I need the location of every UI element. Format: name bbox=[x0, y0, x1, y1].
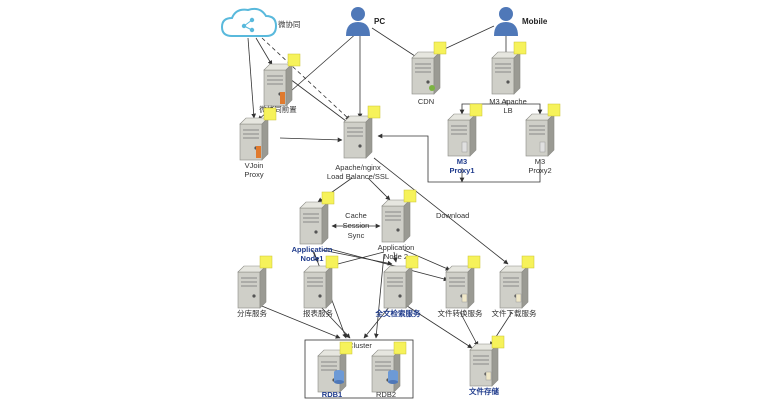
user-icon bbox=[346, 7, 370, 36]
cluster-label: Cluster bbox=[348, 341, 372, 350]
file-storage-server: 文件存储 bbox=[469, 335, 505, 396]
mx-proxy-label: 微协同前置 bbox=[259, 104, 297, 114]
app1-label-1: Application bbox=[292, 245, 333, 254]
server-icon bbox=[263, 63, 293, 107]
storage-label: 文件存储 bbox=[469, 386, 499, 396]
lb-label-1: Apache/nginx bbox=[335, 163, 381, 172]
sticky-note bbox=[339, 341, 353, 355]
sticky-note bbox=[405, 255, 419, 269]
report-service-server: 报表服务 bbox=[303, 255, 339, 318]
server-icon bbox=[445, 265, 475, 309]
rdb1-server: RDB1 bbox=[317, 341, 353, 399]
cluster-box bbox=[304, 339, 414, 399]
sticky-note bbox=[321, 191, 335, 205]
sticky-note bbox=[521, 255, 535, 269]
cloud-node: 微协同 bbox=[220, 7, 301, 37]
app2-label-1: Application bbox=[378, 243, 415, 252]
convert-label: 文件转换服务 bbox=[438, 308, 483, 318]
vjoin-label-2: Proxy bbox=[244, 170, 263, 179]
m3-apache-label-2: LB bbox=[503, 106, 512, 115]
sticky-note bbox=[259, 255, 273, 269]
search-service-server: 全文检索服务 bbox=[375, 255, 421, 318]
sticky-note bbox=[547, 103, 561, 117]
server-icon bbox=[411, 51, 441, 95]
server-icon bbox=[237, 265, 267, 309]
m3-proxy2-server: M3 Proxy2 bbox=[525, 103, 561, 175]
pc-user: PC bbox=[346, 7, 385, 36]
server-icon bbox=[469, 343, 499, 387]
mx-proxy-server: 微协同前置 bbox=[259, 53, 301, 114]
mobile-user: Mobile bbox=[494, 7, 548, 36]
sticky-note bbox=[491, 335, 505, 349]
server-icon bbox=[499, 265, 529, 309]
vjoin-label-1: VJoin bbox=[245, 161, 264, 170]
download-service-server: 文件下载服务 bbox=[492, 255, 537, 318]
server-icon bbox=[491, 51, 521, 95]
convert-service-server: 文件转换服务 bbox=[438, 255, 483, 318]
sticky-note bbox=[287, 53, 301, 67]
fenku-service-server: 分库服务 bbox=[237, 255, 273, 318]
user-icon bbox=[494, 7, 518, 36]
m3-proxy2-label-1: M3 bbox=[535, 157, 545, 166]
database-icon bbox=[334, 370, 344, 384]
sticky-note bbox=[433, 41, 447, 55]
cache-label-2: Session bbox=[343, 221, 370, 230]
fenku-label: 分库服务 bbox=[237, 308, 267, 318]
m3-proxy1-server: M3 Proxy1 bbox=[447, 103, 483, 175]
pc-label: PC bbox=[374, 17, 385, 26]
sticky-note bbox=[467, 255, 481, 269]
m3-proxy1-label-2: Proxy1 bbox=[449, 166, 474, 175]
sticky-note bbox=[469, 103, 483, 117]
server-icon bbox=[343, 115, 373, 159]
server-icon bbox=[383, 265, 413, 309]
database-icon bbox=[388, 370, 398, 384]
app2-label-2: Node 2 bbox=[384, 252, 408, 261]
server-icon bbox=[381, 199, 411, 243]
lb-label-2: Load Balance/SSL bbox=[327, 172, 389, 181]
sticky-note bbox=[513, 41, 527, 55]
sticky-note bbox=[403, 189, 417, 203]
vjoin-proxy-server: VJoin Proxy bbox=[239, 107, 277, 179]
server-icon bbox=[239, 117, 269, 161]
cloud-label: 微协同 bbox=[278, 19, 301, 29]
m3-proxy2-label-2: Proxy2 bbox=[528, 166, 551, 175]
rdb1-label: RDB1 bbox=[322, 390, 342, 399]
m3-apache-lb-server: M3 Apache LB bbox=[489, 41, 527, 115]
sticky-note bbox=[393, 341, 407, 355]
m3-apache-label-1: M3 Apache bbox=[489, 97, 527, 106]
download-label: Download bbox=[436, 211, 469, 220]
apache-nginx-lb-server: Apache/nginx Load Balance/SSL bbox=[327, 105, 389, 181]
m3-proxy1-label-1: M3 bbox=[457, 157, 467, 166]
server-icon bbox=[303, 265, 333, 309]
sticky-note bbox=[325, 255, 339, 269]
app-node2-server: Application Node 2 bbox=[378, 189, 417, 261]
search-label: 全文检索服务 bbox=[375, 308, 421, 318]
rdb2-label: RDB2 bbox=[376, 390, 396, 399]
sticky-note bbox=[263, 107, 277, 121]
cache-label-1: Cache bbox=[345, 211, 367, 220]
dl-service-label: 文件下载服务 bbox=[492, 308, 537, 318]
cache-label-3: Sync bbox=[348, 231, 365, 240]
report-label: 报表服务 bbox=[303, 308, 333, 318]
app1-label-2: Node1 bbox=[301, 254, 324, 263]
app-node1-server: Application Node1 bbox=[292, 191, 335, 263]
server-icon bbox=[299, 201, 329, 245]
cdn-server: CDN bbox=[411, 41, 447, 106]
sticky-note bbox=[367, 105, 381, 119]
rdb2-server: RDB2 bbox=[371, 341, 407, 399]
mobile-label: Mobile bbox=[522, 17, 548, 26]
cdn-label: CDN bbox=[418, 97, 434, 106]
